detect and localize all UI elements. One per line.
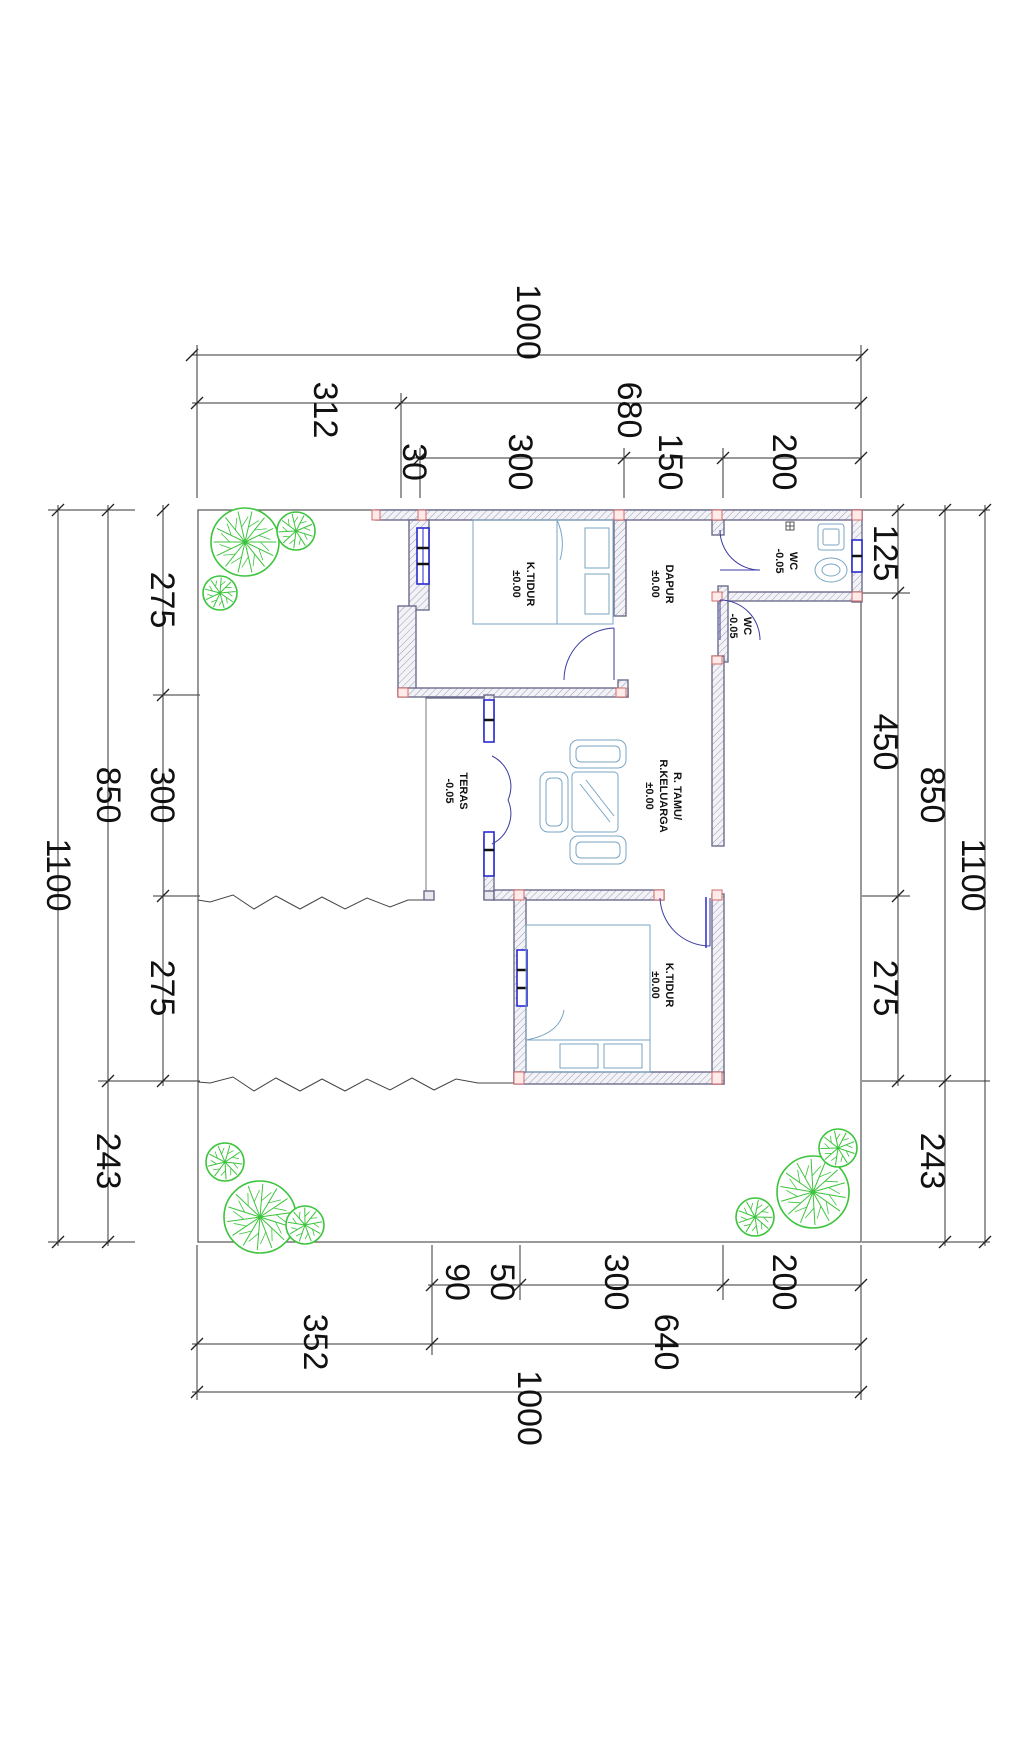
dim-right-850: 850 <box>913 767 951 824</box>
dim-top-total: 1000 <box>509 284 547 360</box>
dim-bottom-352: 352 <box>296 1314 334 1371</box>
site-boundary <box>197 509 862 1243</box>
dim-right-275: 275 <box>866 960 904 1017</box>
room-r-tamu-level: ±0.00 <box>643 782 655 809</box>
tree-icon <box>202 575 238 611</box>
tree-icon <box>285 1205 325 1245</box>
room-wc-1-level: -0.05 <box>773 548 785 573</box>
room-k-tidur-2-level: ±0.00 <box>649 971 661 998</box>
tree-icon <box>205 1142 245 1182</box>
dim-right-125: 125 <box>866 525 904 582</box>
dimensions <box>48 345 992 1400</box>
dim-left-total: 1100 <box>39 838 77 911</box>
furniture <box>472 519 848 1073</box>
dim-bottom-200: 200 <box>765 1254 803 1311</box>
windows <box>416 527 863 1007</box>
dim-bottom-640: 640 <box>647 1314 685 1371</box>
toilet <box>814 557 848 583</box>
dim-bottom-300: 300 <box>597 1254 635 1311</box>
room-wc-2-name: WC <box>741 617 753 635</box>
dim-left-275a: 275 <box>143 572 181 629</box>
dim-bottom-90: 90 <box>438 1263 476 1301</box>
dim-right-total: 1100 <box>954 838 992 911</box>
room-k-tidur-2-name: K.TIDUR <box>663 963 675 1008</box>
room-wc-1-name: WC <box>787 552 799 570</box>
bed-2 <box>525 924 651 1073</box>
dim-top-150: 150 <box>651 434 689 491</box>
room-dapur-level: ±0.00 <box>649 570 661 597</box>
trees <box>202 507 858 1254</box>
dim-left-850: 850 <box>89 767 127 824</box>
room-teras-name: TERAS <box>457 772 469 809</box>
break-line-1 <box>197 894 428 910</box>
dim-left-300: 300 <box>143 767 181 824</box>
room-dapur-name: DAPUR <box>663 564 675 603</box>
dimension-labels: 1000 312 680 30 300 150 200 90 50 300 20… <box>39 284 992 1446</box>
room-r-tamu-name2: R.KELUARGA <box>657 759 669 832</box>
dim-top-680: 680 <box>610 382 648 439</box>
break-line-2 <box>197 1076 520 1092</box>
dim-bottom-50: 50 <box>483 1263 521 1301</box>
dim-top-30: 30 <box>395 443 433 481</box>
room-teras-level: -0.05 <box>443 778 455 803</box>
room-r-tamu-name1: R. TAMU/ <box>671 772 683 820</box>
bed-1 <box>472 519 614 625</box>
tree-icon <box>223 1180 297 1254</box>
tree-icon <box>818 1128 858 1168</box>
column-markers <box>371 509 863 1085</box>
coffee-table <box>571 771 619 833</box>
tree-icon <box>776 1155 850 1229</box>
room-labels: K.TIDUR ±0.00 DAPUR ±0.00 WC -0.05 WC -0… <box>443 548 799 1007</box>
room-k-tidur-1-name: K.TIDUR <box>524 562 536 607</box>
dim-left-243: 243 <box>89 1133 127 1190</box>
room-wc-2-level: -0.05 <box>727 613 739 638</box>
tree-icon <box>210 507 280 577</box>
tree-icon <box>735 1197 775 1237</box>
dim-top-300: 300 <box>501 434 539 491</box>
dim-bottom-total: 1000 <box>510 1370 548 1446</box>
dim-top-200: 200 <box>765 434 803 491</box>
dim-right-450: 450 <box>866 714 904 771</box>
dim-left-275b: 275 <box>143 960 181 1017</box>
room-k-tidur-1-level: ±0.00 <box>510 570 522 597</box>
dim-right-243: 243 <box>913 1133 951 1190</box>
dim-top-312: 312 <box>306 382 344 439</box>
doors <box>491 529 761 948</box>
tree-icon <box>276 511 316 551</box>
